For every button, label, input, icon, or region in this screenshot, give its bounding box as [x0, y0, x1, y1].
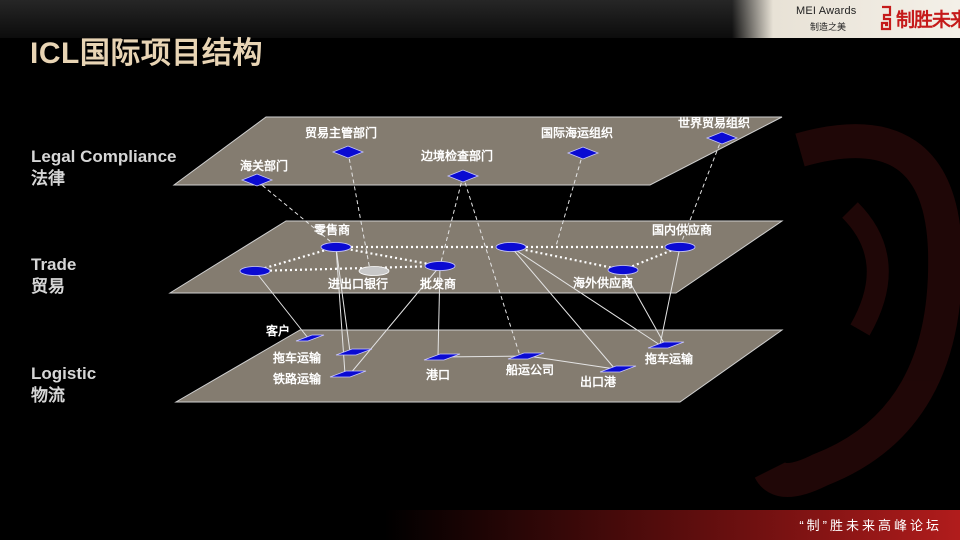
node-railway: [329, 370, 367, 378]
node-bank: [358, 266, 390, 276]
node-imo: [566, 146, 600, 160]
layer-label-en: Trade: [31, 255, 77, 274]
plane-logistic: [174, 329, 784, 403]
node-shipping: [507, 352, 545, 360]
label-trade-dept: 贸易主管部门: [305, 125, 377, 140]
legal-nodes: 海关部门 贸易主管部门 边境检查部门 国际海运组织 世界贸易组织: [240, 115, 750, 187]
connector: [254, 245, 337, 273]
layer-label-en: Logistic: [31, 364, 97, 383]
label-wholesaler: 批发商: [420, 276, 456, 291]
layer-label-trade: Trade 贸易: [31, 254, 76, 298]
label-export-port: 出口港: [580, 374, 617, 389]
node-wto: [705, 131, 739, 145]
node-trade-left: [239, 266, 271, 276]
label-port: 港口: [426, 367, 450, 382]
connector: [349, 265, 441, 375]
label-border: 边境检查部门: [420, 148, 493, 163]
label-wto: 世界贸易组织: [678, 115, 750, 130]
connector: [555, 152, 584, 247]
node-domestic-supplier: [664, 242, 696, 252]
connector: [510, 246, 616, 370]
brand-slogan: 制胜未来: [896, 10, 960, 31]
layer-label-logistic: Logistic 物流: [31, 363, 96, 407]
node-customer: [295, 334, 325, 342]
layer-label-legal: Legal Compliance 法律: [31, 146, 176, 190]
node-trailer-left: [335, 348, 373, 356]
brand-awards: MEI Awards: [796, 5, 857, 17]
connector: [254, 270, 309, 339]
page-title: ICL国际项目结构: [30, 37, 263, 70]
label-shipping: 船运公司: [506, 362, 554, 377]
connector: [510, 246, 661, 346]
plane-trade: [168, 220, 784, 294]
connector: [462, 175, 521, 357]
label-customer: 客户: [265, 323, 290, 338]
connector: [437, 265, 441, 358]
connector: [335, 246, 351, 353]
connector: [347, 151, 371, 271]
label-overseas-supplier: 海外供应商: [573, 275, 633, 290]
node-export-port: [599, 365, 637, 373]
connector: [510, 245, 624, 272]
brand-logo: MEI Awards 制造之美 制胜未来: [732, 0, 960, 38]
node-trade-dept: [331, 145, 365, 159]
footer-slogan: “制”胜未来高峰论坛: [799, 518, 942, 533]
connector: [622, 269, 666, 346]
label-trailer-right: 拖车运输: [645, 351, 694, 366]
label-domestic-supplier: 国内供应商: [652, 222, 712, 237]
connector: [254, 264, 441, 273]
layer-label-zh: 法律: [31, 169, 65, 188]
label-imo: 国际海运组织: [541, 125, 613, 140]
relations-dashed: [256, 137, 723, 357]
relations-solid: [254, 246, 681, 375]
node-overseas-supplier: [607, 265, 639, 275]
logistic-nodes: 客户 拖车运输 铁路运输 港口 船运公司 出口港 拖车运输: [265, 323, 694, 389]
label-retailer: 零售商: [313, 222, 350, 237]
trade-nodes: 零售商 进出口银行 批发商 海外供应商 国内供应商: [239, 222, 712, 291]
plane-legal: [172, 116, 783, 186]
connector: [256, 180, 337, 247]
layer-label-en: Legal Compliance: [31, 147, 177, 166]
decorative-swirl: [754, 124, 960, 497]
node-port: [423, 353, 461, 361]
node-trade-center: [495, 242, 527, 252]
connector: [659, 246, 681, 346]
node-retailer: [320, 242, 352, 252]
connector: [439, 355, 529, 358]
connector: [527, 355, 616, 370]
layer-label-zh: 物流: [31, 386, 65, 405]
connector: [679, 137, 723, 247]
node-trailer-right: [647, 341, 685, 349]
seal-icon: [880, 5, 892, 31]
label-customs: 海关部门: [240, 158, 288, 173]
label-railway: 铁路运输: [273, 371, 322, 386]
node-border: [446, 169, 480, 183]
node-customs: [240, 173, 274, 187]
brand-subtitle: 制造之美: [810, 22, 847, 32]
connector: [439, 175, 464, 267]
footer-band: [0, 510, 960, 540]
node-wholesaler: [424, 261, 456, 271]
label-trailer-left: 拖车运输: [273, 350, 322, 365]
layer-label-zh: 贸易: [31, 277, 65, 296]
label-bank: 进出口银行: [328, 276, 388, 291]
